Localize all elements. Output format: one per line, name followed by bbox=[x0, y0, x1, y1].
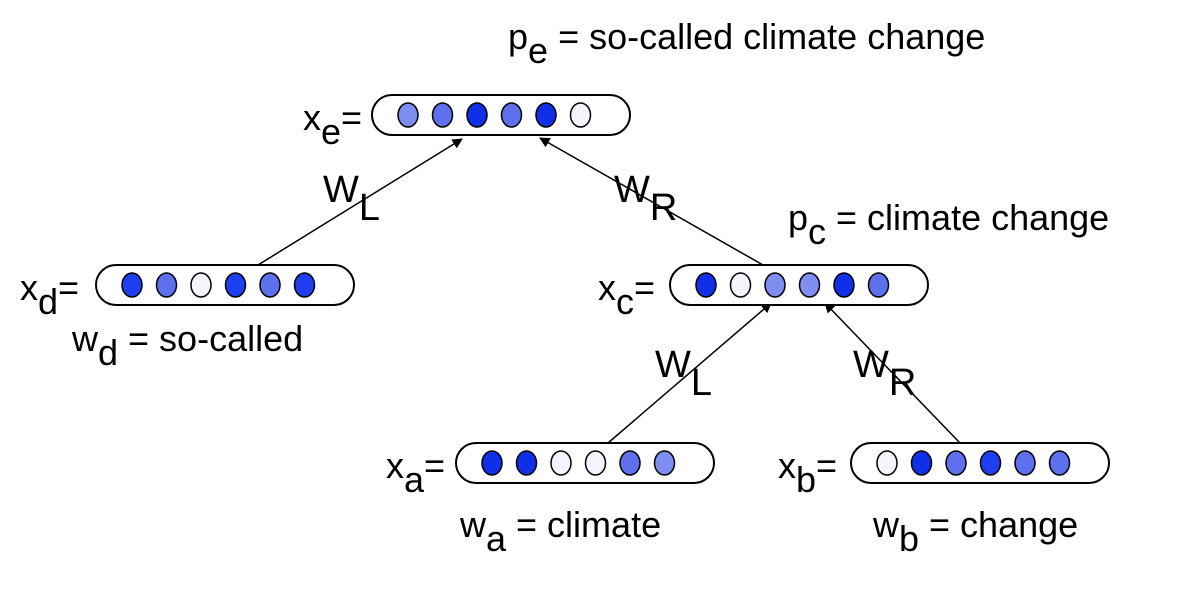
edges bbox=[257, 137, 961, 444]
node-d-vector bbox=[121, 272, 316, 298]
node-b-vector-unit-3 bbox=[945, 450, 967, 476]
node-c-vector-unit-4 bbox=[798, 272, 821, 298]
node-e-label: xe= bbox=[303, 97, 362, 152]
node-e-vector-unit-5 bbox=[535, 102, 557, 128]
node-b-vector-unit-5 bbox=[1014, 450, 1036, 476]
node-a-vector-unit-2 bbox=[515, 450, 538, 476]
node-e-vector-unit-2 bbox=[431, 102, 454, 128]
node-d-vector-unit-4 bbox=[224, 272, 247, 298]
node-c: xc= pc = climate change bbox=[598, 197, 1109, 322]
edge-c-to-e bbox=[539, 137, 764, 266]
node-b-label: xb= bbox=[778, 445, 837, 500]
edge-label-ac: WL bbox=[655, 344, 712, 404]
node-a-vector bbox=[481, 450, 676, 476]
node-b-vector bbox=[876, 450, 1071, 476]
node-e-phrase: pe = so-called climate change bbox=[508, 16, 985, 71]
node-b: xb= wb = change bbox=[778, 442, 1110, 559]
node-d-vector-unit-5 bbox=[259, 272, 281, 298]
node-e-vector-unit-3 bbox=[466, 102, 488, 128]
node-e-vector-unit-1 bbox=[397, 102, 419, 128]
node-a-vector-unit-1 bbox=[481, 450, 503, 476]
node-a: xa= wa = climate bbox=[386, 442, 715, 559]
edge-label-bc: WR bbox=[853, 344, 916, 404]
edge-b-to-c bbox=[824, 302, 961, 444]
node-c-vector-unit-1 bbox=[695, 272, 717, 298]
node-d-vector-unit-6 bbox=[293, 272, 316, 298]
node-d: xd= wd = so-called bbox=[20, 264, 355, 373]
node-e-vector-unit-4 bbox=[500, 102, 523, 128]
node-a-vector-unit-3 bbox=[550, 450, 572, 476]
node-c-label: xc= bbox=[598, 267, 655, 322]
edge-d-to-e bbox=[257, 138, 463, 266]
node-e: xe= pe = so-called climate change bbox=[303, 16, 985, 152]
edge-label-de: WL bbox=[323, 169, 380, 229]
node-d-label: xd= bbox=[20, 267, 79, 322]
node-a-vector-unit-5 bbox=[619, 450, 641, 476]
node-c-vector-unit-6 bbox=[867, 272, 890, 298]
node-b-vector-unit-6 bbox=[1048, 450, 1071, 476]
node-c-vector bbox=[695, 272, 890, 298]
node-b-vector-unit-4 bbox=[979, 450, 1002, 476]
node-c-vector-unit-5 bbox=[833, 272, 855, 298]
edge-a-to-c bbox=[607, 302, 772, 444]
node-a-label: xa= bbox=[386, 445, 445, 500]
node-d-vector-unit-2 bbox=[155, 272, 178, 298]
edge-label-ce: WR bbox=[614, 169, 677, 229]
node-c-phrase: pc = climate change bbox=[788, 197, 1109, 252]
node-b-vector-unit-1 bbox=[876, 450, 898, 476]
node-e-vector bbox=[397, 102, 592, 128]
node-e-vector-unit-6 bbox=[569, 102, 592, 128]
node-c-vector-unit-2 bbox=[729, 272, 752, 298]
node-d-vector-unit-1 bbox=[121, 272, 143, 298]
node-a-vector-unit-6 bbox=[653, 450, 676, 476]
node-b-phrase: wb = change bbox=[872, 504, 1078, 559]
node-b-vector-unit-2 bbox=[910, 450, 933, 476]
node-d-phrase: wd = so-called bbox=[71, 318, 303, 373]
node-c-vector-unit-3 bbox=[764, 272, 786, 298]
node-a-vector-unit-4 bbox=[584, 450, 607, 476]
node-d-vector-unit-3 bbox=[190, 272, 212, 298]
node-a-phrase: wa = climate bbox=[459, 504, 661, 559]
